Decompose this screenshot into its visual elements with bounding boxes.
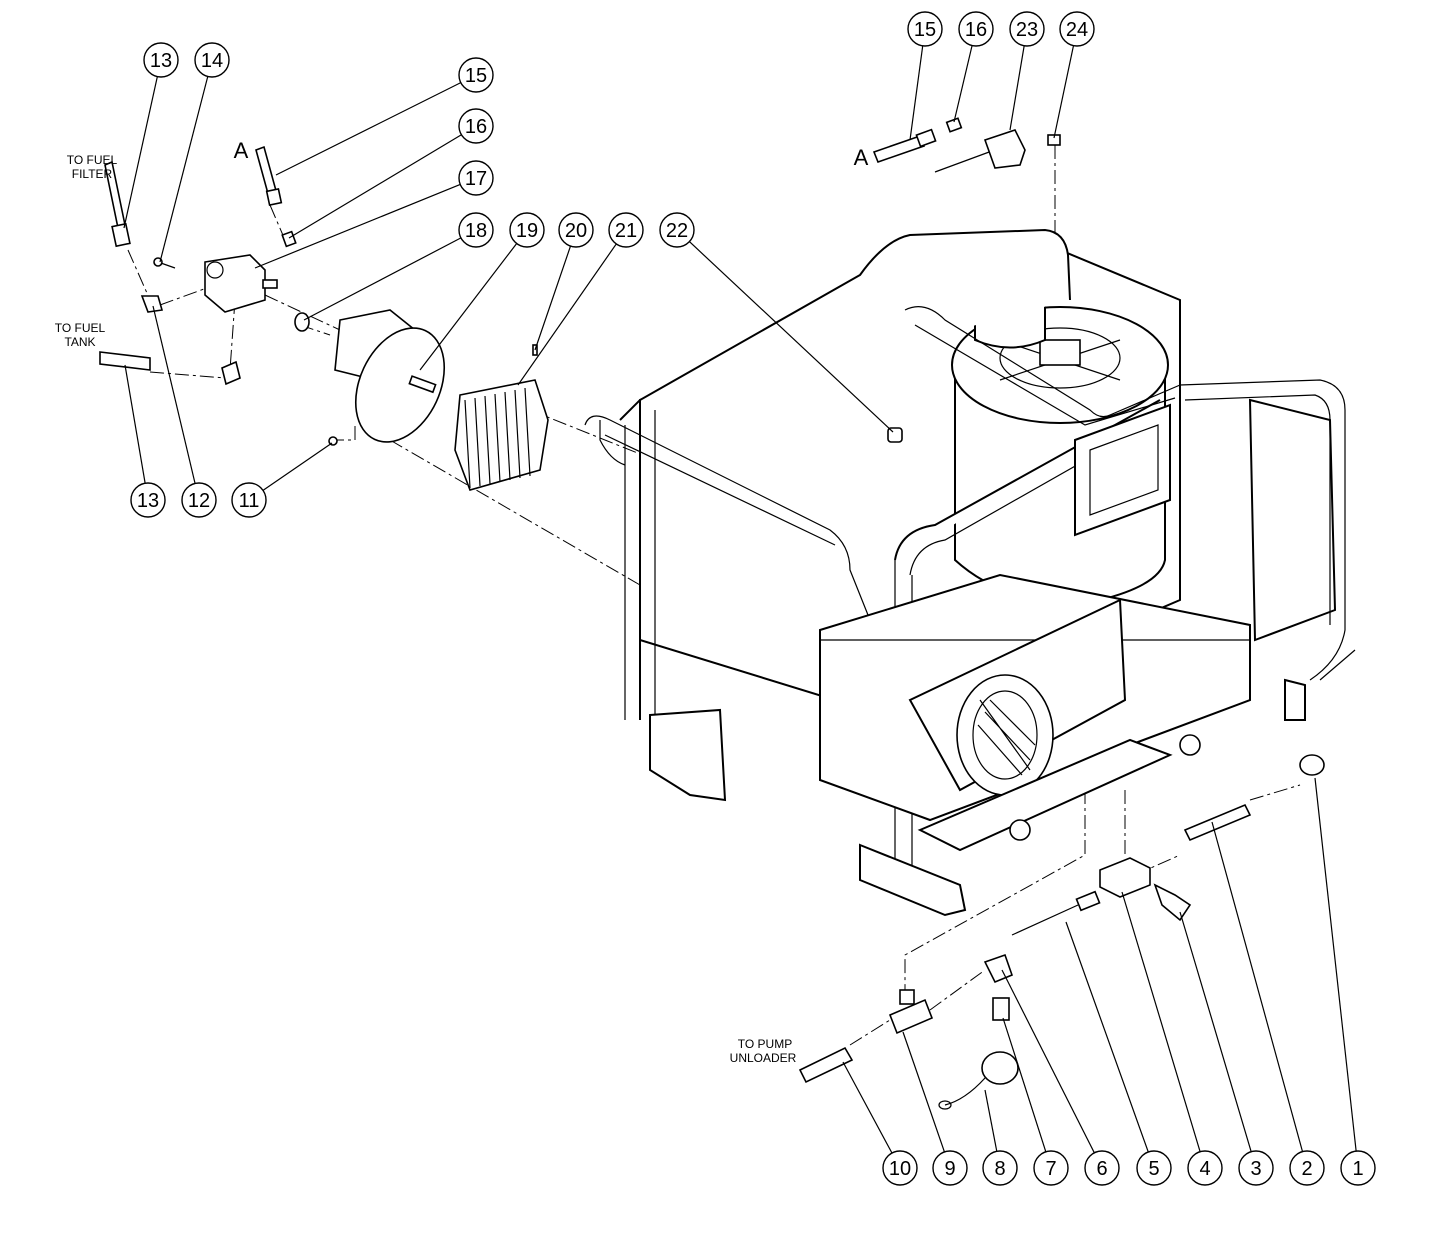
balloon-leader-line [953, 45, 973, 123]
item-balloon-circle [932, 1150, 968, 1186]
item-balloon-circle [1238, 1150, 1274, 1186]
balloon-leader-line [159, 76, 209, 263]
item-balloon-number: 21 [615, 220, 637, 242]
balloon-leader-line [1001, 969, 1095, 1154]
item-balloon-circle [1033, 1150, 1069, 1186]
item-balloon-number: 15 [914, 19, 936, 41]
balloon-leader-line [1121, 891, 1201, 1152]
item-balloon-circle [1009, 11, 1045, 47]
item-balloon-circle [509, 212, 545, 248]
item-balloon-circle [181, 482, 217, 518]
ref-a-right: A [854, 145, 869, 170]
callout-labels: TO FUEL FILTER TO FUEL TANK TO PUMP UNLO… [55, 138, 869, 1065]
item-balloon-number: 20 [565, 220, 587, 242]
item-balloon-number: 3 [1250, 1158, 1261, 1180]
top-right-parts [872, 117, 1061, 173]
item-balloon-circle [458, 212, 494, 248]
item-balloon-number: 6 [1096, 1158, 1107, 1180]
item-balloon-circle [1136, 1150, 1172, 1186]
machine-frame [584, 228, 1356, 917]
balloon-leader-line [909, 45, 924, 141]
item-balloon-number: 1 [1352, 1158, 1363, 1180]
item-balloon-circle [982, 1150, 1018, 1186]
balloon-leader-line [254, 183, 461, 269]
item-balloon-number: 2 [1301, 1158, 1312, 1180]
balloon-leader-line [517, 243, 617, 386]
fuel-pump-parts [99, 145, 903, 491]
balloon-leader-line [275, 82, 462, 176]
item-balloon-number: 9 [944, 1158, 955, 1180]
to-pump-unloader-label-2: UNLOADER [730, 1051, 797, 1065]
item-balloon-circle [882, 1150, 918, 1186]
item-balloon-number: 23 [1016, 19, 1038, 41]
balloon-leader-line [1002, 1017, 1047, 1152]
item-balloon-circle [608, 212, 644, 248]
ref-a-left: A [234, 138, 249, 163]
balloon-leader-line [1065, 921, 1149, 1153]
item-balloon-number: 5 [1148, 1158, 1159, 1180]
balloon-leader-line [124, 364, 146, 484]
item-balloon-circle [907, 11, 943, 47]
item-balloon-number: 13 [137, 490, 159, 512]
item-balloon-number: 24 [1066, 19, 1088, 41]
item-balloon-circle [458, 160, 494, 196]
balloon-leader-line [1009, 45, 1025, 131]
balloon-leader-line [288, 134, 462, 239]
item-balloon-number: 15 [465, 65, 487, 87]
balloon-leader-line [1314, 777, 1357, 1152]
to-fuel-filter-label-2: FILTER [72, 167, 113, 181]
item-balloon-circle [1289, 1150, 1325, 1186]
item-balloon-circle [958, 11, 994, 47]
item-balloon-circle [659, 212, 695, 248]
balloon-leader-line [419, 243, 518, 371]
item-balloon-circle [1059, 11, 1095, 47]
item-balloon-circle [143, 42, 179, 78]
item-balloon-number: 17 [465, 168, 487, 190]
balloon-leader-line [902, 1031, 946, 1153]
item-balloon-circle [1187, 1150, 1223, 1186]
balloon-leader-line [842, 1061, 893, 1154]
item-balloon-number: 22 [666, 220, 688, 242]
item-balloon-number: 16 [465, 116, 487, 138]
item-balloon-number: 18 [465, 220, 487, 242]
balloon-leader-line [534, 245, 572, 351]
item-balloon-number: 8 [994, 1158, 1005, 1180]
balloon-leader-line [1179, 911, 1252, 1152]
balloon-leader-line [1211, 821, 1304, 1152]
balloon-leader-line [262, 442, 333, 491]
item-balloon-circle [458, 108, 494, 144]
item-balloon-circle [194, 42, 230, 78]
item-balloon-number: 10 [889, 1158, 911, 1180]
item-balloon-circle [458, 57, 494, 93]
to-fuel-tank-label-2: TANK [64, 335, 95, 349]
item-balloon-number: 14 [201, 50, 223, 72]
item-balloon-circle [130, 482, 166, 518]
item-balloon-circle [558, 212, 594, 248]
to-pump-unloader-label-1: TO PUMP [738, 1037, 792, 1051]
item-balloon-circle [1340, 1150, 1376, 1186]
item-balloon-number: 19 [516, 220, 538, 242]
bottom-right-parts [798, 754, 1325, 1110]
to-fuel-tank-label-1: TO FUEL [55, 321, 106, 335]
item-balloon-number: 11 [239, 490, 260, 512]
balloon-leader-line [1053, 45, 1075, 139]
item-balloon-number: 7 [1045, 1158, 1056, 1180]
balloon-leader-line [984, 1089, 998, 1152]
item-balloon-number: 4 [1199, 1158, 1210, 1180]
to-fuel-filter-label-1: TO FUEL [67, 153, 118, 167]
item-balloon-number: 12 [188, 490, 210, 512]
item-balloon-circle [1084, 1150, 1120, 1186]
item-balloon-number: 13 [150, 50, 172, 72]
item-balloon-number: 16 [965, 19, 987, 41]
balloon-leader-line [689, 241, 894, 433]
item-balloon-circle [231, 482, 267, 518]
balloon-leader-line [152, 305, 196, 484]
balloon-leader-line [303, 237, 462, 321]
balloon-leader-line [123, 76, 158, 229]
